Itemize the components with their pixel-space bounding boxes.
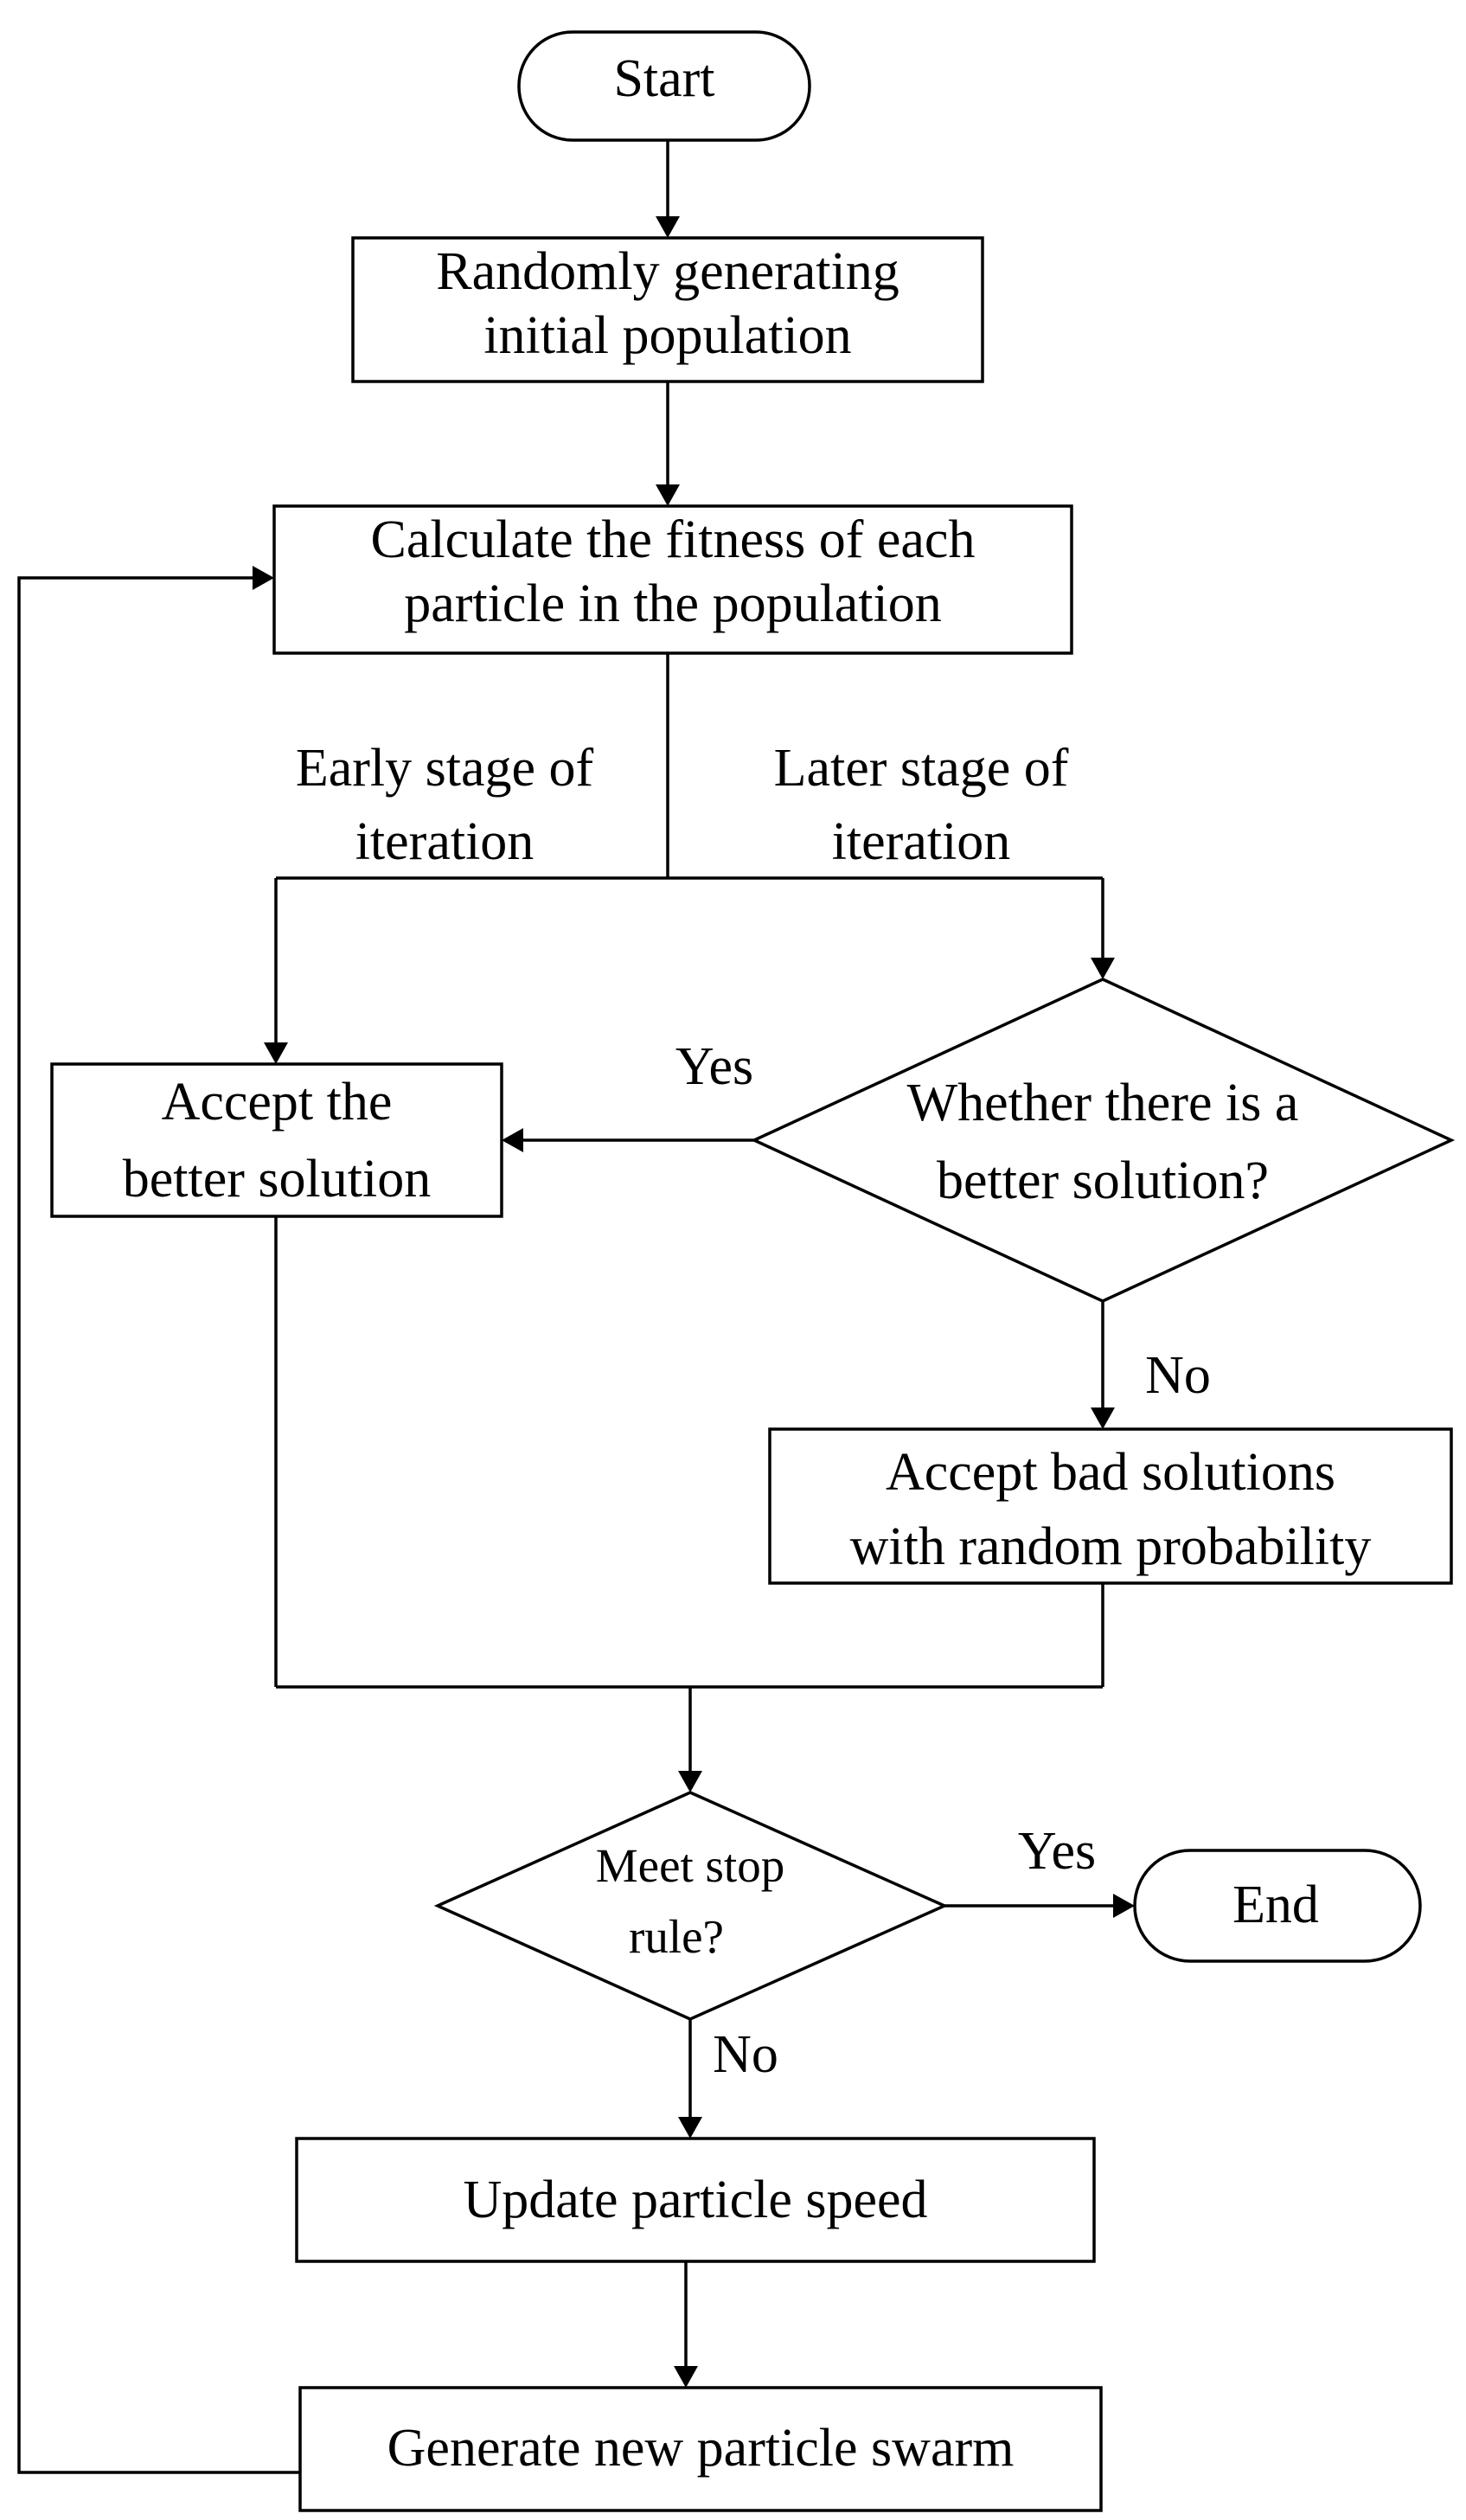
stop-label-line1: Meet stop (596, 1839, 784, 1892)
arrowhead (674, 2366, 698, 2388)
stop-label-line2: rule? (629, 1910, 724, 1963)
init-label-line1: Randomly generating (436, 242, 899, 301)
early-stage-label-line1: Early stage of (296, 739, 594, 798)
arrowhead (678, 2117, 702, 2138)
node-accept-better: Accept the better solution (50, 1062, 503, 1218)
early-stage-label-line2: iteration (355, 812, 535, 871)
decision-better-solution: Whether there is a better solution? (750, 978, 1456, 1303)
loop-back-line (17, 576, 300, 2474)
no-stop-label: No (713, 2025, 778, 2084)
arrowhead (1091, 1407, 1115, 1429)
arrowhead (253, 566, 274, 590)
update-speed-label: Update particle speed (463, 2171, 927, 2229)
decision-stop-rule: Meet stop rule? (433, 1791, 949, 2021)
later-stage-label-line2: iteration (832, 812, 1011, 871)
later-stage-label-line1: Later stage of (774, 739, 1069, 798)
generate-swarm-label: Generate new particle swarm (387, 2419, 1015, 2478)
arrowhead (656, 484, 680, 506)
arrowhead (678, 1771, 702, 1792)
node-start: Start (517, 30, 811, 142)
accept-bad-label-line1: Accept bad solutions (886, 1443, 1335, 1502)
arrowhead (1091, 958, 1115, 979)
arrowhead (264, 1042, 288, 1064)
branch-labels: Early stage of iteration Later stage of … (296, 739, 1069, 871)
node-generate-swarm: Generate new particle swarm (298, 2386, 1103, 2512)
start-label: Start (613, 49, 714, 108)
node-end: End (1133, 1849, 1422, 1963)
no-better-label: No (1145, 1346, 1211, 1405)
arrowhead (502, 1128, 523, 1152)
node-fitness: Calculate the fitness of each particle i… (272, 504, 1073, 655)
yes-better-label: Yes (675, 1037, 753, 1096)
accept-better-label-line1: Accept the (162, 1073, 393, 1132)
accept-better-label-line2: better solution (123, 1150, 431, 1209)
fitness-label-line2: particle in the population (404, 574, 942, 633)
end-label: End (1232, 1876, 1319, 1934)
init-label-line2: initial population (483, 306, 851, 365)
accept-bad-label-line2: with random probability (850, 1517, 1372, 1576)
decision-better-label-line1: Whether there is a (907, 1074, 1299, 1132)
node-update-speed: Update particle speed (295, 2137, 1096, 2263)
node-init-population: Randomly generating initial population (351, 236, 984, 383)
decision-better-label-line2: better solution? (937, 1151, 1269, 1210)
node-accept-bad: Accept bad solutions with random probabi… (768, 1427, 1453, 1585)
fitness-label-line1: Calculate the fitness of each (371, 510, 976, 569)
arrowhead (1113, 1894, 1135, 1918)
connectors (17, 140, 1135, 2474)
arrowhead (656, 216, 680, 238)
yes-stop-label: Yes (1018, 1822, 1096, 1881)
